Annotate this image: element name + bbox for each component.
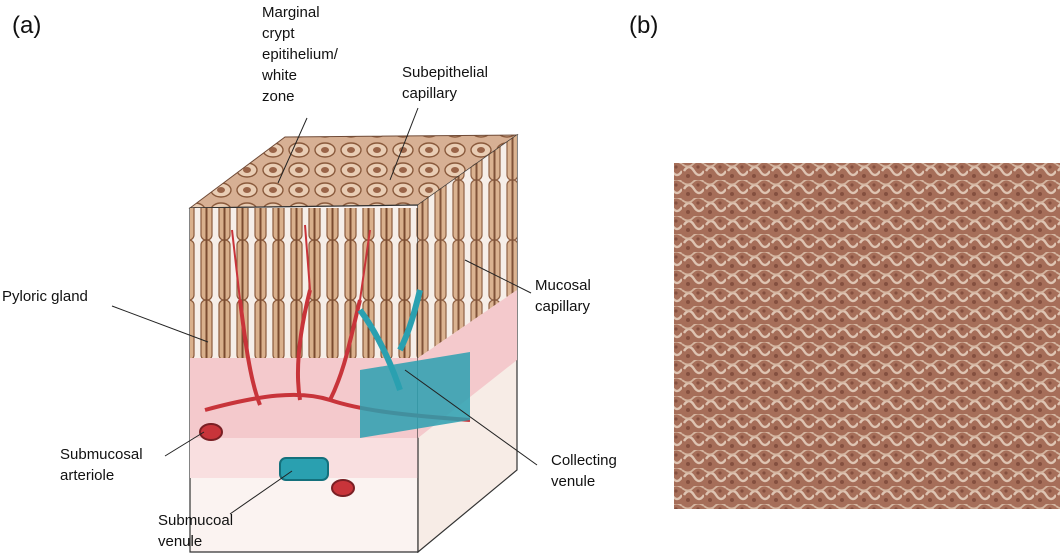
leader-marginal-crypt: [277, 117, 308, 184]
label-submucosal-venule: Submucoal venule: [158, 512, 234, 550]
submucosal-venule-lumen: [279, 457, 329, 481]
leader-submucosal-venule: [229, 470, 293, 515]
panel-label-b: (b): [629, 12, 659, 39]
leader-subepithelial-capillary: [389, 107, 419, 181]
leader-collecting-venule: [404, 369, 538, 466]
label-collecting-venule: Collecting venule: [551, 452, 617, 490]
leader-pyloric-gland: [111, 305, 209, 343]
label-subepithelial-capillary: Subepithelial capillary: [402, 64, 488, 102]
submucosal-arteriole-lumen-left: [199, 423, 223, 441]
leader-mucosal-capillary: [464, 259, 532, 294]
panel-label-a: (a): [12, 12, 42, 39]
leader-submucosal-arteriole: [164, 431, 205, 457]
endoscopy-photo: [674, 163, 1060, 509]
submucosal-arteriole-lumen-right: [331, 479, 355, 497]
label-pyloric-gland: Pyloric gland: [2, 288, 88, 305]
label-marginal-crypt: Marginal crypt epitihelium/ white zone: [262, 4, 338, 105]
blue-submucosal-vein-band: [360, 352, 470, 438]
label-mucosal-capillary: Mucosal capillary: [535, 277, 591, 315]
label-submucosal-arteriole: Submucosal arteriole: [60, 446, 143, 484]
gland-layer-front: [190, 208, 418, 358]
arteriole-network: [204, 289, 471, 422]
